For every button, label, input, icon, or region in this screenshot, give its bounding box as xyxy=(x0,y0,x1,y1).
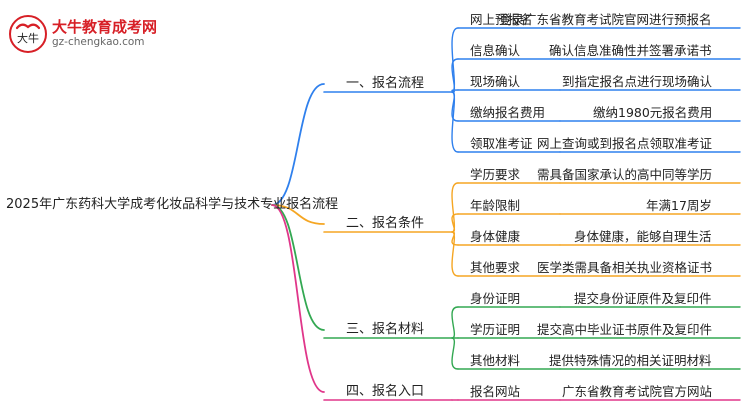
leaf-description: 年满17周岁 xyxy=(646,198,712,213)
leaf-label: 领取准考证 xyxy=(470,136,533,151)
leaf-label: 其他材料 xyxy=(470,353,521,368)
bull-logo-icon: 大牛 xyxy=(9,15,47,53)
leaf-label: 信息确认 xyxy=(470,43,521,58)
logo-mark-text: 大牛 xyxy=(17,31,39,45)
mindmap-root-title: 2025年广东药科大学成考化妆品科学与技术专业报名流程 xyxy=(6,197,339,212)
category-label: 四、报名入口 xyxy=(346,384,425,399)
leaf-label: 学历要求 xyxy=(470,167,521,182)
leaf-description: 提交高中毕业证书原件及复印件 xyxy=(537,322,713,337)
leaf-description: 网上查询或到报名点领取准考证 xyxy=(537,136,713,151)
leaf-label: 身份证明 xyxy=(470,291,521,306)
branch-connector xyxy=(271,204,325,393)
branch-connector xyxy=(271,204,325,225)
leaf-label: 学历证明 xyxy=(470,322,521,337)
leaf-connector xyxy=(451,213,459,233)
leaf-label: 年龄限制 xyxy=(470,198,521,213)
leaf-label: 身体健康 xyxy=(470,229,521,244)
leaf-description: 身体健康，能够自理生活 xyxy=(574,229,712,244)
leaf-connector xyxy=(451,306,459,339)
category-label: 一、报名流程 xyxy=(346,76,425,91)
leaf-description: 医学类需具备相关执业资格证书 xyxy=(537,260,713,275)
leaf-description: 需具备国家承认的高中同等学历 xyxy=(537,167,713,182)
leaf-description: 提供特殊情况的相关证明材料 xyxy=(549,353,712,368)
leaf-description: 确认信息准确性并签署承诺书 xyxy=(549,43,712,58)
logo-name: 大牛教育成考网 xyxy=(52,18,158,36)
leaf-connector xyxy=(451,231,459,277)
leaf-description: 到指定报名点进行现场确认 xyxy=(562,74,713,89)
leaf-connector xyxy=(451,58,459,93)
leaf-label: 其他要求 xyxy=(470,260,521,275)
leaf-label: 现场确认 xyxy=(470,74,521,89)
leaf-description: 缴纳1980元报名费用 xyxy=(593,105,713,120)
leaf-label: 缴纳报名费用 xyxy=(470,105,546,120)
branch-connector xyxy=(271,204,325,331)
logo-url: gz-chengkao.com xyxy=(52,36,145,48)
category-label: 三、报名材料 xyxy=(346,322,425,337)
leaf-label: 网上预报名 xyxy=(470,12,533,27)
leaf-connector xyxy=(451,337,459,370)
leaf-description: 提交身份证原件及复印件 xyxy=(574,291,712,306)
leaf-label: 报名网站 xyxy=(470,384,521,399)
leaf-connector xyxy=(451,91,459,153)
branch-connector xyxy=(271,83,325,206)
category-label: 二、报名条件 xyxy=(346,216,425,231)
site-logo: 大牛 大牛教育成考网 gz-chengkao.com xyxy=(8,14,178,54)
leaf-description: 广东省教育考试院官方网站 xyxy=(562,384,713,399)
leaf-description: 登录广东省教育考试院官网进行预报名 xyxy=(499,12,712,27)
